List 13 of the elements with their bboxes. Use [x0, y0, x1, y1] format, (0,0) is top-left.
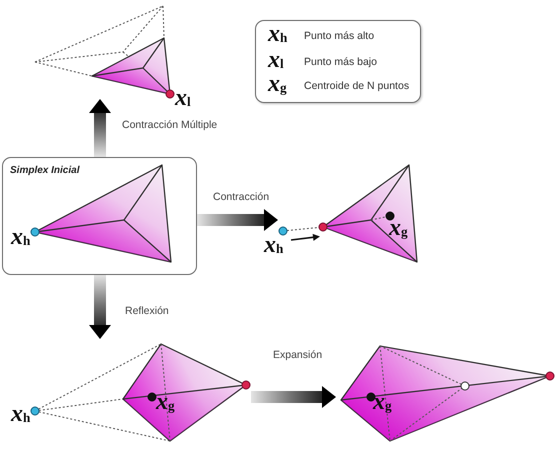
edge-label: Reflexión	[125, 305, 169, 318]
legend-text: Punto más bajo	[304, 56, 377, 69]
block-arrow	[89, 275, 111, 339]
edge-label: Contracción	[213, 191, 270, 204]
rounded-panel	[2, 157, 197, 275]
edge-label: Contracción Múltiple	[122, 119, 218, 132]
edge-label: Expansión	[273, 349, 322, 362]
legend-text: Punto más alto	[304, 30, 374, 43]
block-arrow	[89, 99, 111, 157]
block-arrow	[251, 386, 336, 408]
block-arrow	[197, 209, 278, 231]
legend-text: Centroide de N puntos	[304, 80, 410, 93]
panel-title: Simplex Inicial	[10, 165, 80, 177]
